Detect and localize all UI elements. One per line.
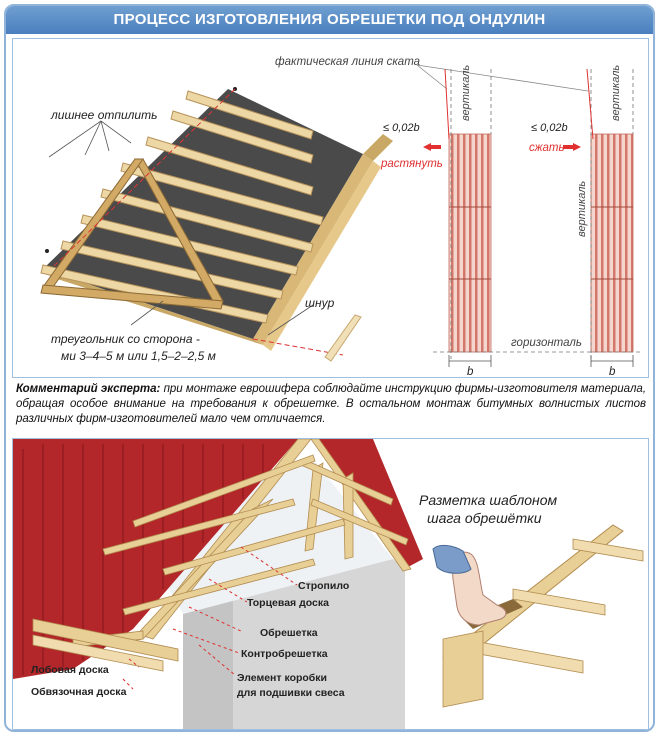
sheet-right bbox=[590, 133, 634, 353]
label-triangle-line1: треугольник со сторона - bbox=[51, 332, 200, 346]
label-cord: шнур bbox=[305, 296, 335, 310]
label-rafter: Стропило bbox=[298, 580, 349, 592]
label-compress: сжать bbox=[529, 142, 565, 154]
label-binding-board: Обвязочная доска bbox=[31, 686, 127, 698]
label-stretch: растянуть bbox=[380, 158, 443, 170]
comment-text: при монтаже еврошифера соблюдайте инстру… bbox=[16, 383, 647, 425]
label-excess: лишнее отпилить bbox=[50, 108, 157, 122]
label-b-left: b bbox=[467, 366, 474, 378]
template-title-line1: Разметка шаблоном bbox=[419, 492, 557, 508]
comment-lead: Комментарий эксперта: bbox=[16, 383, 161, 395]
label-end-board: Торцевая доска bbox=[247, 597, 329, 609]
roof-lathing-illustration bbox=[40, 87, 393, 362]
template-marking-illustration bbox=[432, 524, 644, 708]
page-title: ПРОЦЕСС ИЗГОТОВЛЕНИЯ ОБРЕШЕТКИ ПОД ОНДУЛ… bbox=[6, 6, 653, 34]
label-b-right: b bbox=[609, 366, 616, 378]
roof-structure-illustration bbox=[13, 439, 423, 729]
sheet-left bbox=[448, 133, 492, 353]
arrow-left-icon bbox=[423, 143, 431, 151]
bottom-diagram: Стропило Торцевая доска Обрешетка Контро… bbox=[13, 439, 644, 729]
label-tolerance-left: ≤ 0,02b bbox=[383, 122, 420, 134]
label-vertical-2: вертикаль bbox=[610, 65, 622, 121]
template-title-line2: шага обрешётки bbox=[427, 510, 542, 526]
tolerance-schematic: фактическая линия ската гор bbox=[275, 56, 643, 378]
label-vertical-3: вертикаль bbox=[576, 181, 588, 237]
top-diagram-panel: лишнее отпилить шнур треугольник со стор… bbox=[12, 38, 649, 378]
label-front-board: Лобовая доска bbox=[31, 664, 109, 676]
label-vertical-1: вертикаль bbox=[460, 65, 472, 121]
bottom-diagram-panel: Стропило Торцевая доска Обрешетка Контро… bbox=[12, 438, 649, 730]
label-triangle-line2: ми 3–4–5 м или 1,5–2–2,5 м bbox=[61, 349, 216, 363]
label-horizontal: горизонталь bbox=[511, 337, 582, 349]
label-tolerance-right: ≤ 0,02b bbox=[531, 122, 568, 134]
arrow-right-icon bbox=[573, 143, 581, 151]
label-box-element-line1: Элемент коробки bbox=[237, 672, 327, 684]
infographic-frame: ПРОЦЕСС ИЗГОТОВЛЕНИЯ ОБРЕШЕТКИ ПОД ОНДУЛ… bbox=[4, 4, 655, 732]
label-actual-line: фактическая линия ската bbox=[275, 56, 420, 68]
label-counter-lathing: Контробрешетка bbox=[241, 648, 328, 660]
label-box-element-line2: для подшивки свеса bbox=[237, 687, 345, 699]
top-diagram: лишнее отпилить шнур треугольник со стор… bbox=[40, 56, 643, 378]
expert-comment: Комментарий эксперта: при монтаже евроши… bbox=[16, 382, 646, 427]
label-lathing: Обрешетка bbox=[260, 627, 318, 639]
